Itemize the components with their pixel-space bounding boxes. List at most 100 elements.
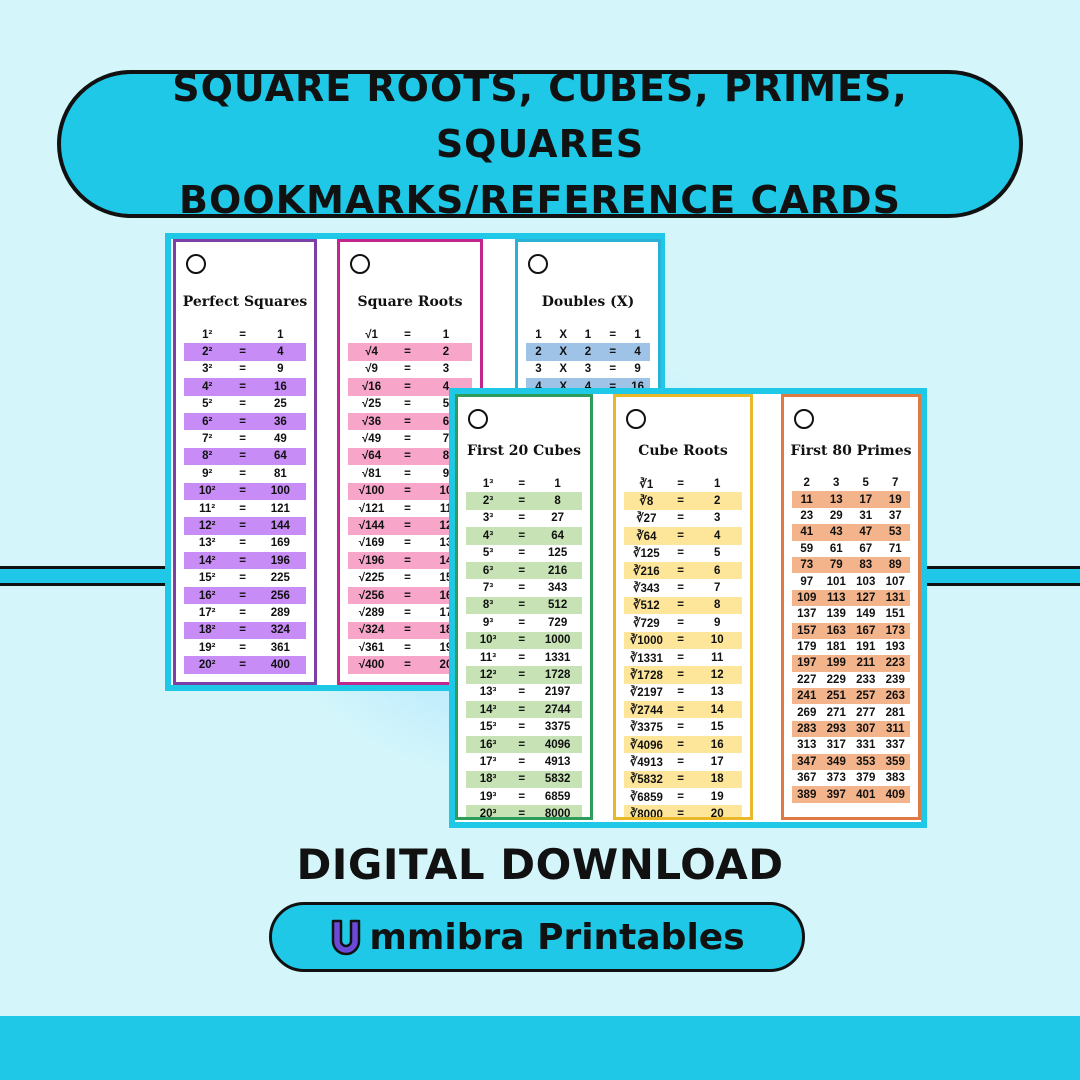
table-cell: = <box>609 346 617 359</box>
table-row: 8²=64 <box>184 447 306 466</box>
table-row: 15³=3375 <box>466 718 582 735</box>
table-cell: 281 <box>885 706 905 719</box>
punch-hole <box>350 254 370 274</box>
table-cell: √121 <box>358 502 385 515</box>
table-cell: = <box>677 668 684 681</box>
table-cell: = <box>239 450 246 463</box>
table-cell: = <box>239 398 246 411</box>
table-cell: 173 <box>885 624 905 637</box>
table-cell: 293 <box>826 723 846 736</box>
table-cell: 2 <box>442 346 450 359</box>
table-cell: 53 <box>888 526 902 539</box>
table-cell: 36 <box>273 415 287 428</box>
table-row: 6³=216 <box>466 561 582 580</box>
punch-hole <box>528 254 548 274</box>
table-cell: = <box>518 599 526 612</box>
table-cell: 16 <box>710 738 724 751</box>
table-cell: 2³ <box>482 495 494 508</box>
table-cell: 269 <box>797 706 817 719</box>
table-row: 1²=1 <box>184 326 306 343</box>
table-cell: 1331 <box>544 651 571 664</box>
table-cell: 311 <box>885 723 905 736</box>
table-cell: 25 <box>273 398 287 411</box>
table-cell: 81 <box>273 467 287 480</box>
table-cell: = <box>239 537 246 550</box>
card-title: First 80 Primes <box>790 443 912 459</box>
table-row: 12³=1728 <box>466 666 582 684</box>
table-row: 17²=289 <box>184 604 306 621</box>
digital-download-heading: DIGITAL DOWNLOAD <box>296 840 784 889</box>
table-cell: 179 <box>797 641 817 654</box>
table-cell: = <box>677 703 684 716</box>
table-cell: 256 <box>270 589 290 602</box>
table-cell: √25 <box>362 398 382 411</box>
table-cell: √81 <box>362 467 382 480</box>
punch-hole <box>626 409 646 429</box>
table-row: √1=1 <box>348 326 472 343</box>
table-cell: 139 <box>826 608 846 621</box>
table-cell: 20³ <box>479 808 497 820</box>
table-cell: = <box>677 582 684 595</box>
table-cell: 16 <box>273 380 287 393</box>
table-cell: = <box>239 624 246 637</box>
table-cell: 14 <box>710 703 724 716</box>
table-cell: 1000 <box>544 634 571 647</box>
table-row: 19²=361 <box>184 639 306 656</box>
table-cell: 225 <box>270 572 290 585</box>
table-cell: 59 <box>800 542 814 555</box>
table-cell: 97 <box>800 575 814 588</box>
table-cell: = <box>518 477 526 490</box>
brand-name: mmibra Printables <box>369 916 745 958</box>
table-row: 5³=125 <box>466 545 582 562</box>
table-cell: 43 <box>829 526 843 539</box>
table-cell: = <box>609 380 617 393</box>
table-cell: 4 <box>535 380 542 393</box>
table-cell: 4³ <box>482 529 494 542</box>
table-cell: 1 <box>584 328 592 341</box>
table-row: ∛2197=13 <box>624 684 742 701</box>
table-cell: 17 <box>859 493 873 506</box>
table-row: 11²=121 <box>184 500 306 517</box>
table-cell: = <box>518 529 526 542</box>
table-cell: = <box>677 808 684 820</box>
table-row: ∛1000=10 <box>624 631 742 649</box>
table-cell: 15³ <box>479 721 497 734</box>
card-title: Cube Roots <box>638 443 728 459</box>
table-cell: 11 <box>800 493 813 506</box>
table-row: 9³=729 <box>466 614 582 631</box>
table-cell: = <box>404 398 411 411</box>
table-cell: 4913 <box>544 755 571 768</box>
table-cell: X <box>559 346 568 359</box>
table-cell: ∛1728 <box>629 669 663 682</box>
table-cell: 233 <box>856 673 876 686</box>
table-row: 14³=2744 <box>466 701 582 719</box>
table-row: 8³=512 <box>466 596 582 615</box>
table-cell: 5832 <box>544 773 571 786</box>
table-row: √81=9 <box>348 465 472 482</box>
table-cell: 149 <box>856 608 876 621</box>
table-cell: 2 <box>584 346 592 359</box>
table-cell: 137 <box>797 608 817 621</box>
table-cell: = <box>404 467 411 480</box>
table-cell: = <box>518 547 526 560</box>
table-row: 11³=1331 <box>466 649 582 666</box>
table-cell: 353 <box>856 755 876 768</box>
table-cell: = <box>518 616 526 629</box>
table-cell: 199 <box>826 657 846 670</box>
table-cell: 729 <box>548 616 568 629</box>
table-row: ∛5832=18 <box>624 770 742 789</box>
table-cell: 16² <box>198 589 216 602</box>
table-cell: √361 <box>358 641 385 654</box>
table-cell: 2744 <box>544 703 571 716</box>
table-cell: = <box>239 485 246 498</box>
brand-banner: mmibra Printables <box>269 902 805 972</box>
